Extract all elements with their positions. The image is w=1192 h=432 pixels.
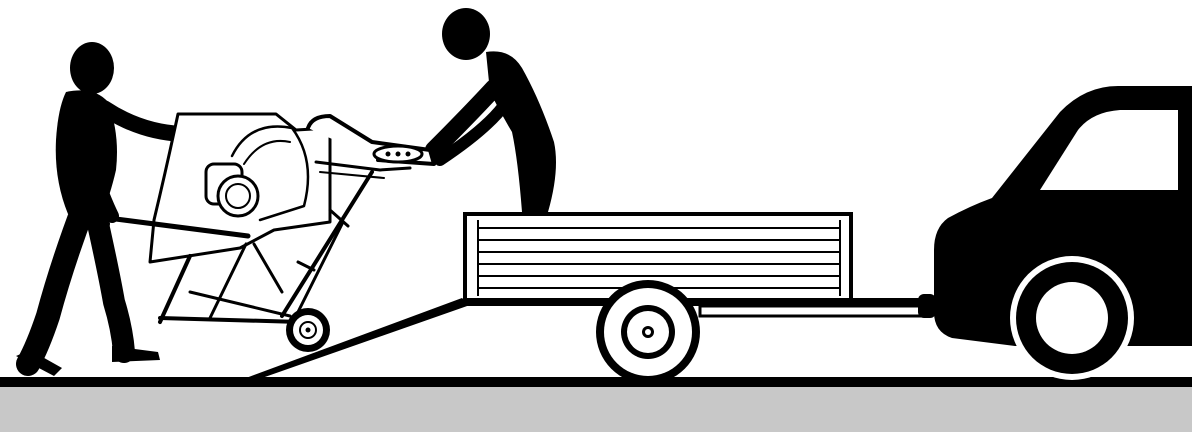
trailer [463,214,936,318]
ground-strip [0,387,1192,432]
loading-ramp [246,298,470,378]
car-front [934,86,1192,380]
road-line [0,377,1192,387]
trailer-wheel [596,280,700,384]
log-saw-on-wheels [100,114,434,352]
person-on-trailer [434,8,556,212]
